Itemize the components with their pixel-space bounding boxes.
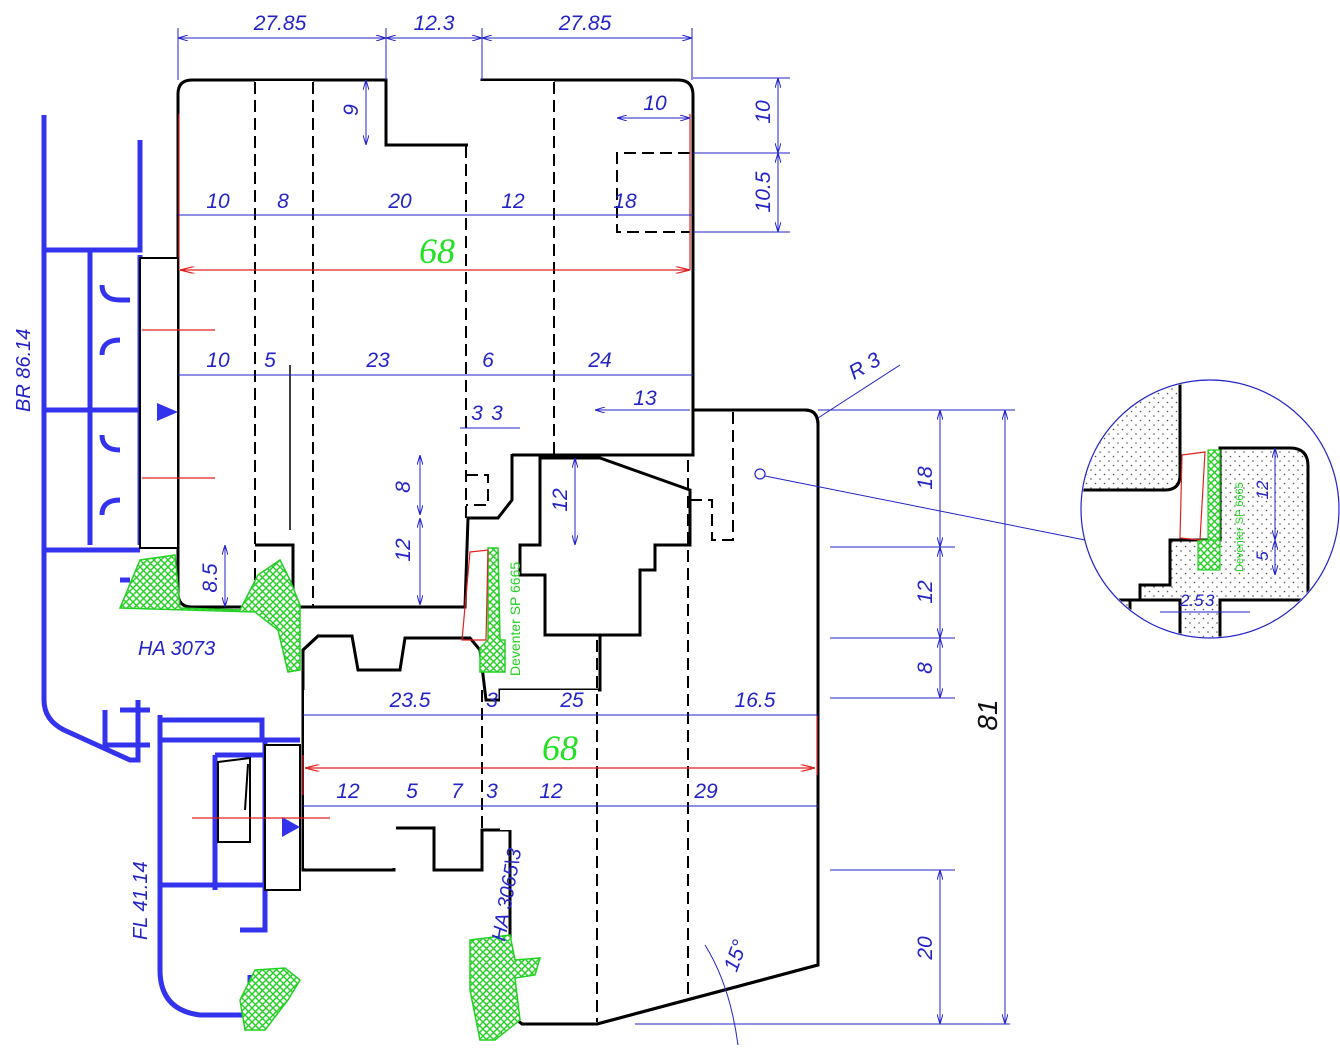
- svg-text:3: 3: [471, 402, 483, 425]
- svg-text:3: 3: [486, 780, 498, 803]
- dim-right-10: 10: [752, 100, 775, 124]
- dim-right-105: 10.5: [752, 171, 775, 212]
- svg-text:20: 20: [914, 936, 937, 961]
- svg-text:10: 10: [206, 349, 230, 372]
- svg-text:3: 3: [486, 689, 498, 712]
- svg-text:5: 5: [1253, 551, 1272, 561]
- sash-outline: [176, 78, 695, 609]
- svg-text:18: 18: [914, 466, 937, 490]
- svg-text:5: 5: [264, 349, 276, 372]
- svg-text:13: 13: [633, 387, 657, 410]
- sash-row2-dimensions: 10 5 23 6 24: [178, 349, 693, 376]
- svg-text:12: 12: [392, 538, 415, 562]
- label-fl: FL 41.14: [130, 861, 152, 940]
- frame-row2-dimensions: 12 5 7 3 12 29: [303, 780, 818, 807]
- svg-text:16.5: 16.5: [735, 689, 776, 712]
- svg-text:12: 12: [336, 780, 360, 803]
- overall-81: 81: [972, 699, 1003, 730]
- svg-text:3: 3: [1205, 591, 1215, 610]
- svg-text:8: 8: [277, 190, 289, 213]
- svg-text:12: 12: [1253, 480, 1272, 499]
- top-dimensions: 27.85 12.3 27.85: [177, 12, 693, 80]
- svg-text:10: 10: [206, 190, 230, 213]
- svg-text:12: 12: [501, 190, 525, 213]
- dim-top-3: 27.85: [558, 12, 612, 35]
- svg-text:12: 12: [539, 780, 563, 803]
- svg-text:12: 12: [914, 580, 937, 604]
- svg-text:5: 5: [406, 780, 418, 803]
- deventer-red-outline: [461, 549, 489, 641]
- svg-text:29: 29: [693, 780, 718, 803]
- sash-right-dimensions: 10 10.5 10 9: [340, 77, 790, 233]
- aluminium-profile-br: [41, 115, 150, 763]
- svg-text:6: 6: [482, 349, 494, 372]
- svg-text:18: 18: [613, 190, 637, 213]
- aluminium-profile-fl: [157, 715, 300, 1018]
- svg-text:Deventer SP 6665: Deventer SP 6665: [1234, 482, 1246, 572]
- gasket-ha3073: [118, 554, 301, 673]
- gasket-deventer: [479, 547, 506, 673]
- frame-row1-dimensions: 23.5 3 25 16.5: [303, 689, 818, 716]
- dim-notch-10: 10: [643, 92, 667, 115]
- svg-text:12: 12: [549, 488, 572, 512]
- svg-text:8.5: 8.5: [199, 563, 222, 593]
- gasket-fl: [239, 967, 301, 1031]
- svg-text:24: 24: [587, 349, 611, 372]
- dim-top-2: 12.3: [414, 12, 455, 35]
- svg-text:25: 25: [559, 689, 584, 712]
- label-ha3065: HA 3065\3: [488, 847, 526, 943]
- detail-view: 12 5 2.5 3 Deventer SP 6665: [1080, 379, 1340, 639]
- svg-text:8: 8: [914, 662, 937, 674]
- svg-text:2.5: 2.5: [1179, 591, 1204, 610]
- rubber-insert: [217, 756, 251, 843]
- svg-text:8: 8: [392, 481, 415, 493]
- svg-text:3: 3: [491, 402, 503, 425]
- label-ha3073: HA 3073: [138, 638, 215, 660]
- profile-block-upper: [139, 257, 179, 549]
- sash-row1-dimensions: 10 8 20 12 18: [178, 190, 693, 216]
- frame-profile: [301, 408, 1086, 1026]
- label-br: BR 86.14: [13, 329, 35, 412]
- label-deventer: Deventer SP 6665: [507, 562, 523, 676]
- sash-profile: [176, 78, 695, 609]
- dim-top-1: 27.85: [253, 12, 307, 35]
- dim-groove-9: 9: [340, 104, 363, 116]
- svg-text:7: 7: [451, 780, 464, 803]
- right-dimensions: 18 12 8 20 81: [818, 409, 1015, 1024]
- sash-width-68: 68: [419, 231, 455, 271]
- gasket-ha3065: [469, 934, 542, 1041]
- frame-width-68: 68: [542, 728, 578, 768]
- svg-text:23.5: 23.5: [389, 689, 431, 712]
- svg-text:23: 23: [365, 349, 390, 372]
- svg-text:20: 20: [387, 190, 412, 213]
